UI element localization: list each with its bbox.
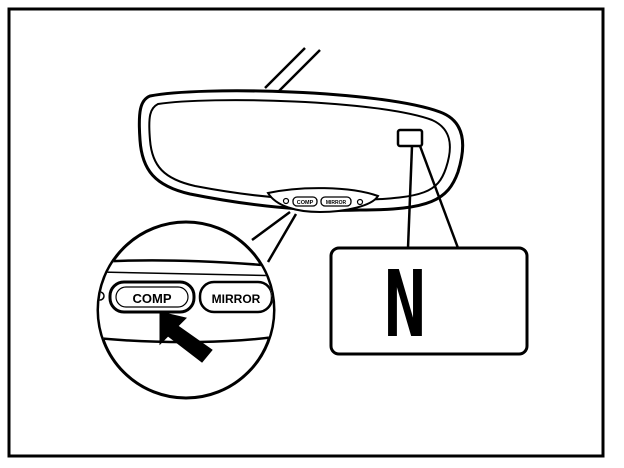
compass-display-box [329,246,529,356]
mirror-housing-outer [137,89,465,212]
magnifier-leader-lines [251,210,298,263]
magnified-comp-button[interactable] [108,280,196,314]
enlarged-compass-display: N [329,246,529,358]
mirror-glass-edge [148,99,451,202]
rearview-mirror: COMP MIRROR [137,89,465,214]
magnified-comp-label: COMP [133,291,172,306]
magnified-button-view: COMP MIRROR [96,220,276,400]
mirror-mirror-button[interactable] [320,196,352,207]
compass-display-window [396,128,424,148]
mirror-mount-stem [264,47,321,93]
mirror-comp-button[interactable] [292,196,318,207]
mirror-comp-label: COMP [297,200,314,206]
compass-direction-letter: N [384,251,426,358]
mirror-right-dot-icon [356,198,364,206]
press-arrow-icon [159,311,213,363]
magnified-mirror-button[interactable] [198,280,273,314]
magnified-mirror-label: MIRROR [212,292,261,306]
mirror-left-dot-icon [282,197,290,205]
mirror-mirror-label: MIRROR [326,200,347,206]
display-leader-lines [406,145,460,249]
outer-frame [7,7,605,458]
